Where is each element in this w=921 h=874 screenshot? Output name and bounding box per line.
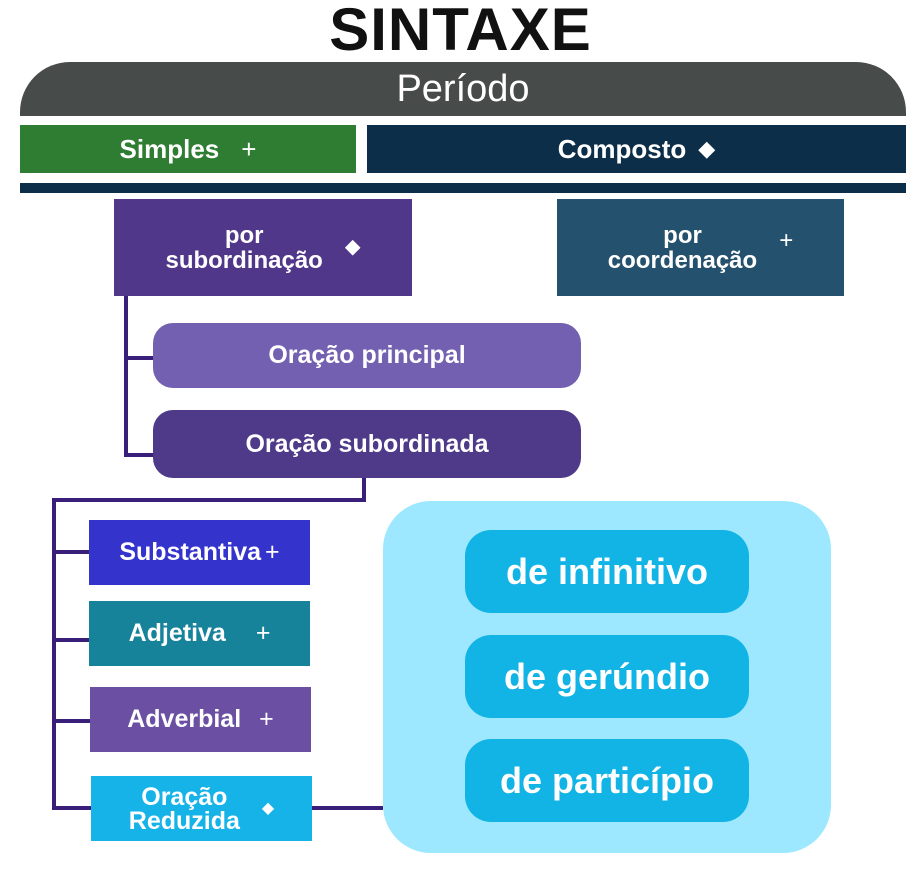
node-de-gerundio[interactable]: de gerúndio [465, 635, 749, 718]
plus-icon: + [255, 619, 271, 647]
node-por-coordenacao-text: por coordenação [608, 223, 757, 273]
node-por-coordenacao-line1: por [663, 221, 702, 249]
node-periodo: Período [20, 62, 906, 116]
node-por-subordinacao-text: por subordinação [165, 223, 322, 273]
node-substantiva[interactable]: Substantiva + [89, 520, 310, 585]
node-de-participio[interactable]: de particípio [465, 739, 749, 822]
node-de-gerundio-label: de gerúndio [504, 655, 710, 697]
node-por-coordenacao[interactable]: por coordenação + [557, 199, 844, 296]
node-oracao-reduzida[interactable]: Oração Reduzida ◆ [91, 776, 312, 841]
node-adverbial-label: Adverbial [127, 705, 242, 733]
connector-subordinacao-oracoes [124, 296, 153, 457]
node-substantiva-label: Substantiva [119, 538, 262, 566]
node-oracao-reduzida-text: Oração Reduzida [128, 782, 240, 835]
plus-icon: + [259, 705, 274, 733]
node-por-coordenacao-line2: coordenação [607, 246, 758, 274]
node-adjetiva[interactable]: Adjetiva + [89, 601, 310, 666]
node-por-subordinacao-line2: subordinação [165, 246, 323, 274]
node-periodo-label: Período [396, 67, 530, 110]
node-oracao-subordinada[interactable]: Oração subordinada [153, 410, 581, 478]
node-adverbial[interactable]: Adverbial + [90, 687, 311, 752]
plus-icon: + [265, 538, 280, 566]
node-oracao-subordinada-label: Oração subordinada [245, 429, 489, 458]
plus-icon: + [779, 227, 794, 254]
node-oracao-principal-label: Oração principal [268, 341, 466, 369]
node-oracao-principal[interactable]: Oração principal [153, 323, 581, 388]
node-por-subordinacao-line1: por [224, 221, 264, 249]
node-adjetiva-label: Adjetiva [128, 619, 226, 647]
diamond-icon: ◆ [698, 136, 716, 161]
diamond-icon: ◆ [261, 799, 275, 817]
node-simples[interactable]: Simples + [20, 125, 356, 173]
connector-subordinada-types [52, 478, 366, 810]
node-de-infinitivo[interactable]: de infinitivo [465, 530, 749, 613]
node-simples-label: Simples [119, 133, 220, 164]
diagram-title: SINTAXE [329, 0, 592, 63]
node-oracao-reduzida-line2: Reduzida [128, 806, 240, 835]
plus-icon: + [241, 133, 257, 164]
node-oracao-reduzida-line1: Oração [141, 782, 228, 811]
divider-bar [20, 183, 906, 193]
node-de-participio-label: de particípio [499, 759, 715, 801]
node-composto[interactable]: Composto ◆ [367, 125, 906, 173]
node-de-infinitivo-label: de infinitivo [506, 550, 708, 592]
diamond-icon: ◆ [344, 236, 361, 258]
node-por-subordinacao[interactable]: por subordinação ◆ [114, 199, 412, 296]
node-composto-label: Composto [557, 133, 687, 164]
